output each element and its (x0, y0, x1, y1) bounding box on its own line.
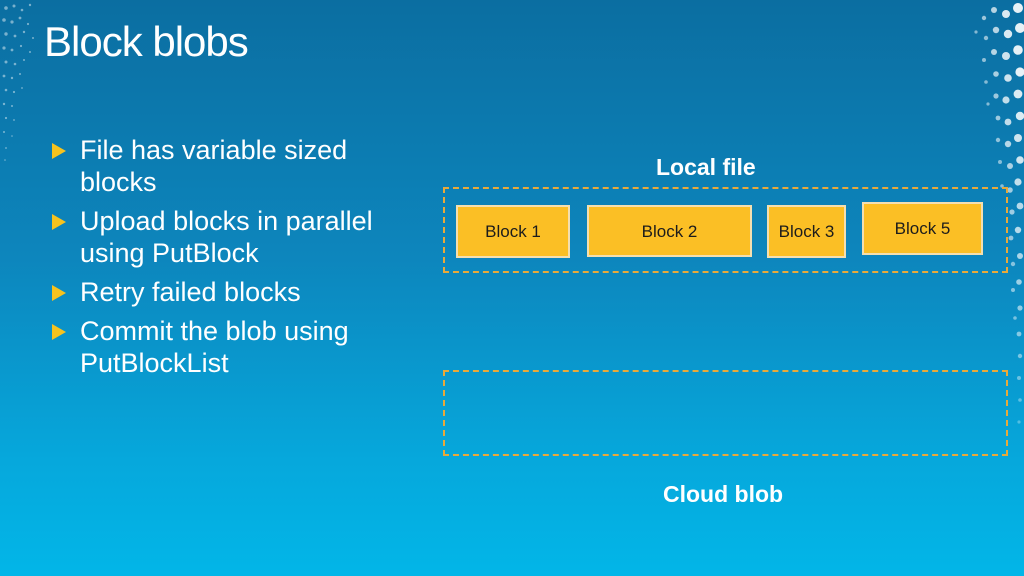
bullet-list: File has variable sized blocks Upload bl… (50, 134, 420, 386)
bullet-item: File has variable sized blocks (50, 134, 420, 198)
triangle-bullet-icon (52, 285, 66, 301)
cloud-blob-label: Cloud blob (663, 481, 784, 507)
bullet-text: Commit the blob using PutBlockList (80, 316, 349, 378)
bullet-item: Upload blocks in parallel using PutBlock (50, 205, 420, 269)
bullet-text: File has variable sized blocks (80, 135, 348, 197)
bullet-item: Retry failed blocks (50, 276, 420, 308)
bullet-text: Upload blocks in parallel using PutBlock (80, 206, 373, 268)
triangle-bullet-icon (52, 214, 66, 230)
local-file-container (443, 187, 1008, 273)
local-file-label: Local file (656, 154, 756, 180)
triangle-bullet-icon (52, 143, 66, 159)
block-5: Block 5 (862, 202, 983, 255)
block-3: Block 3 (767, 205, 846, 258)
block-1: Block 1 (456, 205, 570, 258)
bullet-text: Retry failed blocks (80, 277, 301, 307)
bullet-item: Commit the blob using PutBlockList (50, 315, 420, 379)
triangle-bullet-icon (52, 324, 66, 340)
block-2: Block 2 (587, 205, 752, 257)
slide-title: Block blobs (44, 18, 249, 65)
cloud-blob-container (443, 370, 1008, 456)
